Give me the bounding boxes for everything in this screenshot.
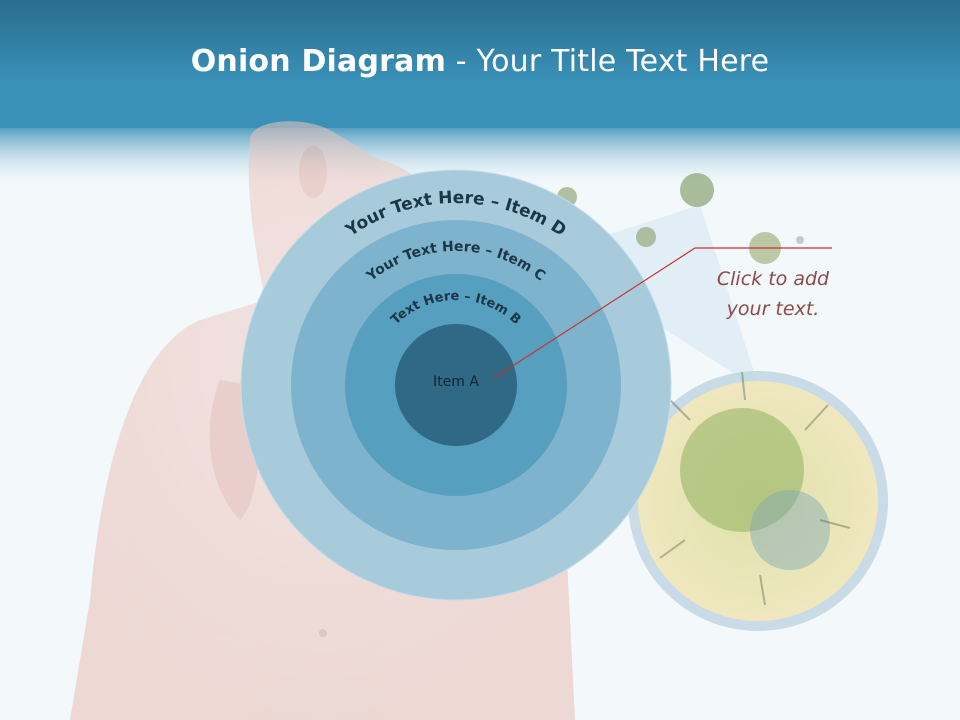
slide-title[interactable]: Onion Diagram - Your Title Text Here — [0, 44, 960, 79]
title-rest: - Your Title Text Here — [446, 44, 770, 79]
ring-item-a-circle[interactable] — [395, 324, 517, 446]
ring-item-a-label: Item A — [433, 374, 479, 390]
callout-line1: Click to add — [716, 268, 830, 290]
virus-particles-image — [557, 173, 804, 264]
callout-placeholder[interactable]: Click to add your text. — [690, 264, 856, 324]
header-band — [0, 0, 960, 128]
callout-connector-line — [493, 247, 832, 379]
callout-line2: your text. — [726, 298, 820, 320]
title-bold: Onion Diagram — [190, 44, 447, 79]
